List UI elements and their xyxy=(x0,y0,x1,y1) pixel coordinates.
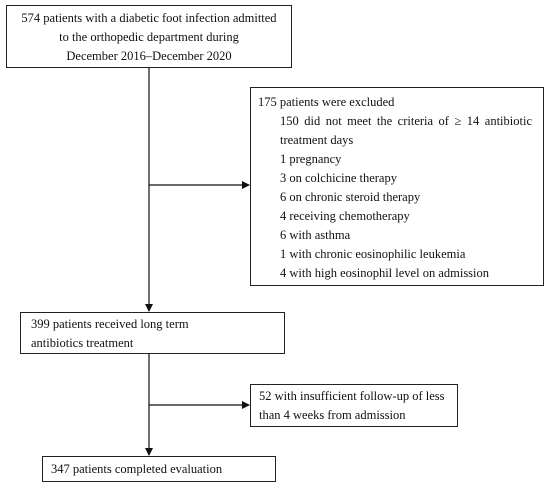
admitted-patients-box: 574 patients with a diabetic foot infect… xyxy=(6,5,292,68)
exclusion-item: 6 with asthma xyxy=(280,226,535,245)
exclusion-list: 150 did not meet the criteria of ≥ 14 an… xyxy=(258,112,535,283)
exclusion-item: 150 did not meet the criteria of ≥ 14 an… xyxy=(280,112,535,150)
exclusion-item: 3 on colchicine therapy xyxy=(280,169,535,188)
received-line-1: 399 patients received long term xyxy=(31,317,189,331)
followup-line-2: than 4 weeks from admission xyxy=(259,408,406,422)
received-line-2: antibiotics treatment xyxy=(31,336,134,350)
exclusion-item: 6 on chronic steroid therapy xyxy=(280,188,535,207)
admitted-line-2: to the orthopedic department during xyxy=(59,30,239,44)
exclusion-item-text: 3 on colchicine therapy xyxy=(280,171,397,185)
exclusion-item-text: 1 pregnancy xyxy=(280,152,342,166)
excluded-title: 175 patients were excluded xyxy=(258,95,395,109)
exclusion-item-text: 4 with high eosinophil level on admissio… xyxy=(280,266,490,280)
exclusion-item-text: 4 receiving chemotherapy xyxy=(280,209,410,223)
exclusion-item: 4 with high eosinophil level on admissio… xyxy=(280,264,535,283)
received-treatment-box: 399 patients received long term antibiot… xyxy=(20,312,285,354)
exclusion-item-text: 6 on chronic steroid therapy xyxy=(280,190,421,204)
exclusion-item-text: 150 did not meet the criteria of ≥ 14 an… xyxy=(280,114,532,147)
admitted-line-1: 574 patients with a diabetic foot infect… xyxy=(21,11,277,25)
exclusion-item: 4 receiving chemotherapy xyxy=(280,207,535,226)
exclusion-item-text: 6 with asthma xyxy=(280,228,351,242)
insufficient-followup-box: 52 with insufficient follow-up of less t… xyxy=(250,384,458,427)
admitted-line-3: December 2016–December 2020 xyxy=(66,49,232,63)
exclusion-item-text: 1 with chronic eosinophilic leukemia xyxy=(280,247,466,261)
completed-evaluation-box: 347 patients completed evaluation xyxy=(42,456,276,482)
exclusion-item: 1 pregnancy xyxy=(280,150,535,169)
followup-line-1: 52 with insufficient follow-up of less xyxy=(259,389,445,403)
exclusion-item: 1 with chronic eosinophilic leukemia xyxy=(280,245,535,264)
excluded-patients-box: 175 patients were excluded 150 did not m… xyxy=(250,87,544,286)
completed-text: 347 patients completed evaluation xyxy=(51,462,223,476)
